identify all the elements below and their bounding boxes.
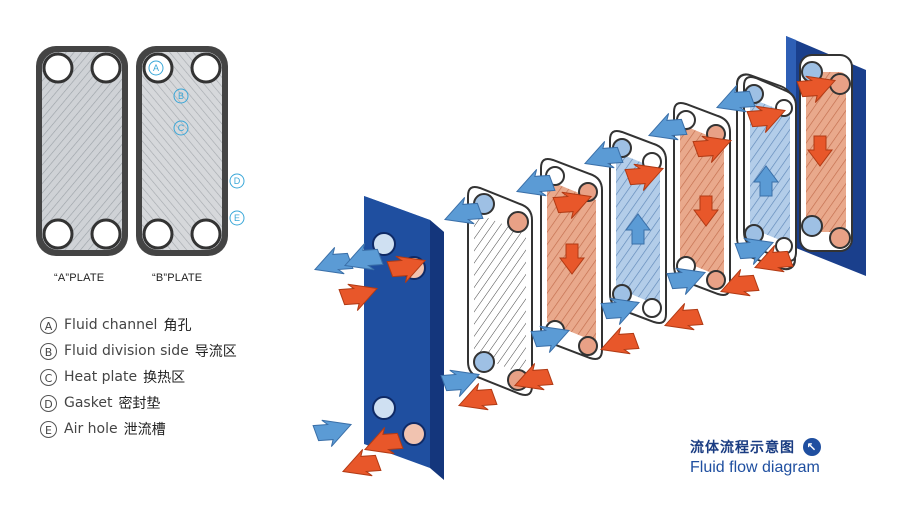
legend-mark: D [40,394,57,412]
plate-a-port-bl [42,218,74,250]
plate-a-port-br [90,218,122,250]
plate-a-heat-area [42,52,122,250]
plate-b-heat-area [142,52,222,250]
marker-b: B [173,88,189,104]
plate-b-port-tr [190,52,222,84]
marker-b-text: B [178,91,184,101]
legend-mark: E [40,420,57,438]
cold-flow-arrows [312,85,779,447]
plate-markers: A B C D E [148,60,245,226]
hot-flow-arrows [338,75,837,477]
legend-cn-label: 泄流槽 [123,422,166,438]
legend-mark: A [40,316,57,334]
legend-cn-label: 角孔 [163,318,192,334]
legend-cn-label: 密封垫 [118,396,161,412]
legend-mark: C [40,368,57,386]
plate-b-port-br [190,218,222,250]
legend-item: E Air hole 泄流槽 [40,416,237,442]
marker-a-text: A [153,63,159,73]
legend-cn-label: 导流区 [194,344,237,360]
plate-a-port-tr [90,52,122,84]
legend-en-label: Fluid division side [64,343,189,359]
marker-e: E [229,210,245,226]
plate-b-label: “B”PLATE [152,272,203,284]
plate-b-port-bl [142,218,174,250]
legend-item: A Fluid channel 角孔 [40,312,237,338]
legend-item: B Fluid division side 导流区 [40,338,237,364]
marker-c-text: C [178,123,185,133]
flow-title-en: Fluid flow diagram [690,459,820,476]
legend-en-label: Fluid channel [64,317,158,333]
legend-en-label: Gasket [64,395,113,411]
legend-cn-label: 换热区 [143,370,186,386]
flow-title-cn: 流体流程示意图 [690,440,795,456]
plate-a-port-tl [42,52,74,84]
legend-item: D Gasket 密封垫 [40,390,237,416]
plate-b [136,46,228,256]
marker-c: C [173,120,189,136]
legend-en-label: Heat plate [64,369,138,385]
legend-en-label: Air hole [64,421,118,437]
flow-title-cn-row: 流体流程示意图 ↖ [690,437,821,457]
exchanger [312,36,866,480]
plate-a [36,46,128,256]
marker-a: A [148,60,164,76]
marker-d: D [229,173,245,189]
marker-d-text: D [234,176,241,186]
marker-e-text: E [234,213,240,223]
flow-title: 流体流程示意图 ↖ Fluid flow diagram [690,437,821,477]
legend-mark: B [40,342,57,360]
legend-item: C Heat plate 换热区 [40,364,237,390]
arrow-up-left-icon: ↖ [803,438,821,456]
legend: A Fluid channel 角孔 B Fluid division side… [40,312,237,442]
plate-a-label: “A”PLATE [54,272,105,284]
